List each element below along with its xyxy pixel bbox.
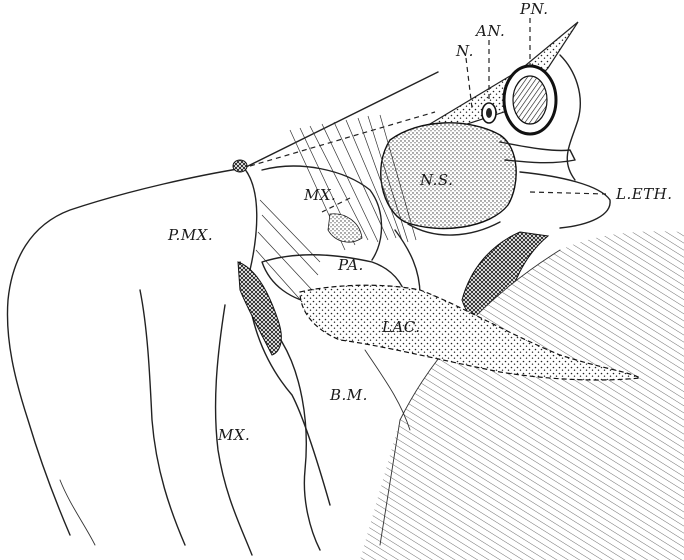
maxilla-outline [60,262,320,555]
label-mx-lower: MX. [217,426,250,444]
label-bm: B.M. [329,386,368,404]
lateral-ethmoid [520,172,610,228]
premaxilla-outline [7,168,330,535]
label-n: N. [455,42,474,60]
label-pn: PN. [519,0,549,18]
anterior-nostril-core [486,108,492,118]
label-pmx: P.MX. [167,226,213,244]
maxilla-upper [262,166,382,260]
muscle-fibers [360,231,684,560]
label-ns: N.S. [419,171,453,189]
label-mx-upper: MX. [303,186,336,204]
label-an: AN. [474,22,505,40]
posterior-nostril-hatch [513,76,547,124]
label-lac: LAC. [381,318,421,336]
label-pa: PA. [337,256,364,274]
premaxilla-process [233,160,247,172]
label-leth: L.ETH. [615,185,673,203]
